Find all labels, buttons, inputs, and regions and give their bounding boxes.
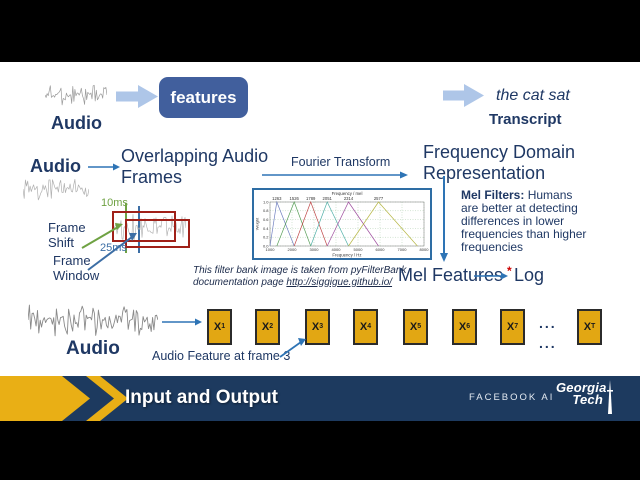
audio-waveform-icon [28, 304, 158, 337]
footer-chevron-banner [0, 376, 640, 421]
arrow-audio-to-frames-icon [88, 163, 120, 171]
arrow-mel-to-log-icon [474, 272, 508, 280]
svg-text:2314: 2314 [344, 196, 354, 201]
frame-1-rect [112, 211, 176, 242]
block-arrow-right-icon [116, 85, 158, 108]
svg-text:3000: 3000 [310, 247, 320, 252]
georgia-tech-logo: Georgia Tech [556, 380, 607, 407]
arrow-audio-to-features-icon [162, 318, 202, 326]
annotation-pointer-icon [279, 338, 306, 358]
mel-filters-note: Mel Filters: Humans are better at detect… [461, 189, 587, 254]
audio-label-mid: Audio [30, 156, 81, 176]
svg-text:1.0: 1.0 [263, 199, 269, 204]
transcript-label: Transcript [489, 111, 562, 128]
citation-line1: This filter bank image is taken from pyF… [193, 265, 407, 276]
mel-filters-note-body: Humans are better at detecting differenc… [461, 188, 587, 254]
features-node: features [159, 77, 248, 118]
fourier-transform-arrow-icon [262, 171, 408, 179]
top-letterbox [0, 0, 640, 62]
audio-waveform-icon [23, 179, 89, 201]
overlapping-frames-heading: Overlapping Audio Frames [121, 146, 268, 188]
svg-text:4000: 4000 [332, 247, 342, 252]
frequency-domain-line2: Representation [423, 163, 546, 183]
block-arrow-right-icon [443, 84, 484, 107]
svg-text:1789: 1789 [306, 196, 316, 201]
frame-shift-label: Frame Shift [48, 220, 86, 250]
bottom-letterbox [0, 421, 640, 480]
svg-text:2051: 2051 [323, 196, 333, 201]
frame-shift-duration-label: 10ms [101, 197, 128, 209]
arrow-down-icon [440, 176, 448, 262]
frequency-domain-line1: Frequency Domain [423, 142, 576, 162]
footer-bar: Input and Output FACEBOOK AI Georgia Tec… [0, 376, 640, 421]
overlapping-frames-line2: Frames [121, 167, 183, 187]
transcript-example-text: the cat sat [496, 87, 570, 104]
mel-filters-note-lead: Mel Filters: [461, 188, 525, 202]
svg-text:Frequency / Hz: Frequency / Hz [332, 253, 361, 258]
svg-text:1000: 1000 [266, 247, 276, 252]
fourier-transform-label: Fourier Transform [291, 155, 391, 169]
svg-text:8000: 8000 [420, 247, 430, 252]
tech-tower-icon [607, 380, 613, 414]
log-label: Log [514, 265, 545, 285]
citation-line2: documentation page http://siggigue.githu… [193, 276, 393, 288]
svg-text:0.4: 0.4 [263, 226, 269, 231]
frequency-domain-heading: Frequency Domain Representation [423, 142, 575, 184]
citation-link[interactable]: http://siggigue.github.io/ [286, 276, 393, 288]
svg-text:0.8: 0.8 [263, 208, 269, 213]
svg-text:7000: 7000 [398, 247, 408, 252]
gold-stripe-chevron [86, 376, 128, 421]
frame-window-line [138, 206, 140, 253]
frame-window-label: Frame Window [53, 253, 100, 283]
svg-text:2577: 2577 [374, 196, 384, 201]
features-node-label: features [170, 87, 237, 107]
filterbank-chart: 1263 1526 1789 2051 2314 2577 Frequency / mel 1… [252, 188, 432, 260]
frame-annotation: Audio Feature at frame 3 [152, 349, 291, 363]
svg-text:Frequency / mel: Frequency / mel [332, 191, 363, 196]
svg-text:1526: 1526 [290, 196, 300, 201]
overlapping-frames-line1: Overlapping Audio [121, 146, 269, 166]
frame-2-rect [125, 219, 190, 248]
audio-waveform-icon [45, 84, 107, 106]
frame-window-pointer-icon [87, 233, 137, 271]
svg-text:0.6: 0.6 [263, 217, 269, 222]
frame-shift-pointer-icon [81, 223, 123, 249]
gold-block-chevron [0, 376, 90, 421]
svg-text:0.2: 0.2 [263, 235, 269, 240]
svg-text:1263: 1263 [272, 196, 282, 201]
svg-text:2000: 2000 [288, 247, 298, 252]
svg-text:0.0: 0.0 [263, 243, 269, 248]
ellipsis-top: ... [539, 315, 557, 331]
mel-features-label: Mel Features [398, 265, 504, 285]
facebook-ai-logo: FACEBOOK AI [469, 392, 555, 403]
slide-title: Input and Output [125, 387, 279, 408]
slide-canvas: Audio features the cat sat Transcript Au… [0, 62, 640, 376]
ellipsis-bottom: ... [539, 335, 557, 351]
audio-label-top: Audio [51, 113, 102, 133]
filterbank-plot: 1263 1526 1789 2051 2314 2577 Frequency / mel 1… [255, 191, 430, 258]
svg-text:5000: 5000 [354, 247, 364, 252]
svg-text:Weight: Weight [255, 217, 260, 230]
log-asterisk: * [507, 264, 512, 278]
svg-text:6000: 6000 [376, 247, 386, 252]
filterbank-citation: This filter bank image is taken from pyF… [193, 265, 406, 288]
audio-label-bottom: Audio [66, 338, 120, 359]
